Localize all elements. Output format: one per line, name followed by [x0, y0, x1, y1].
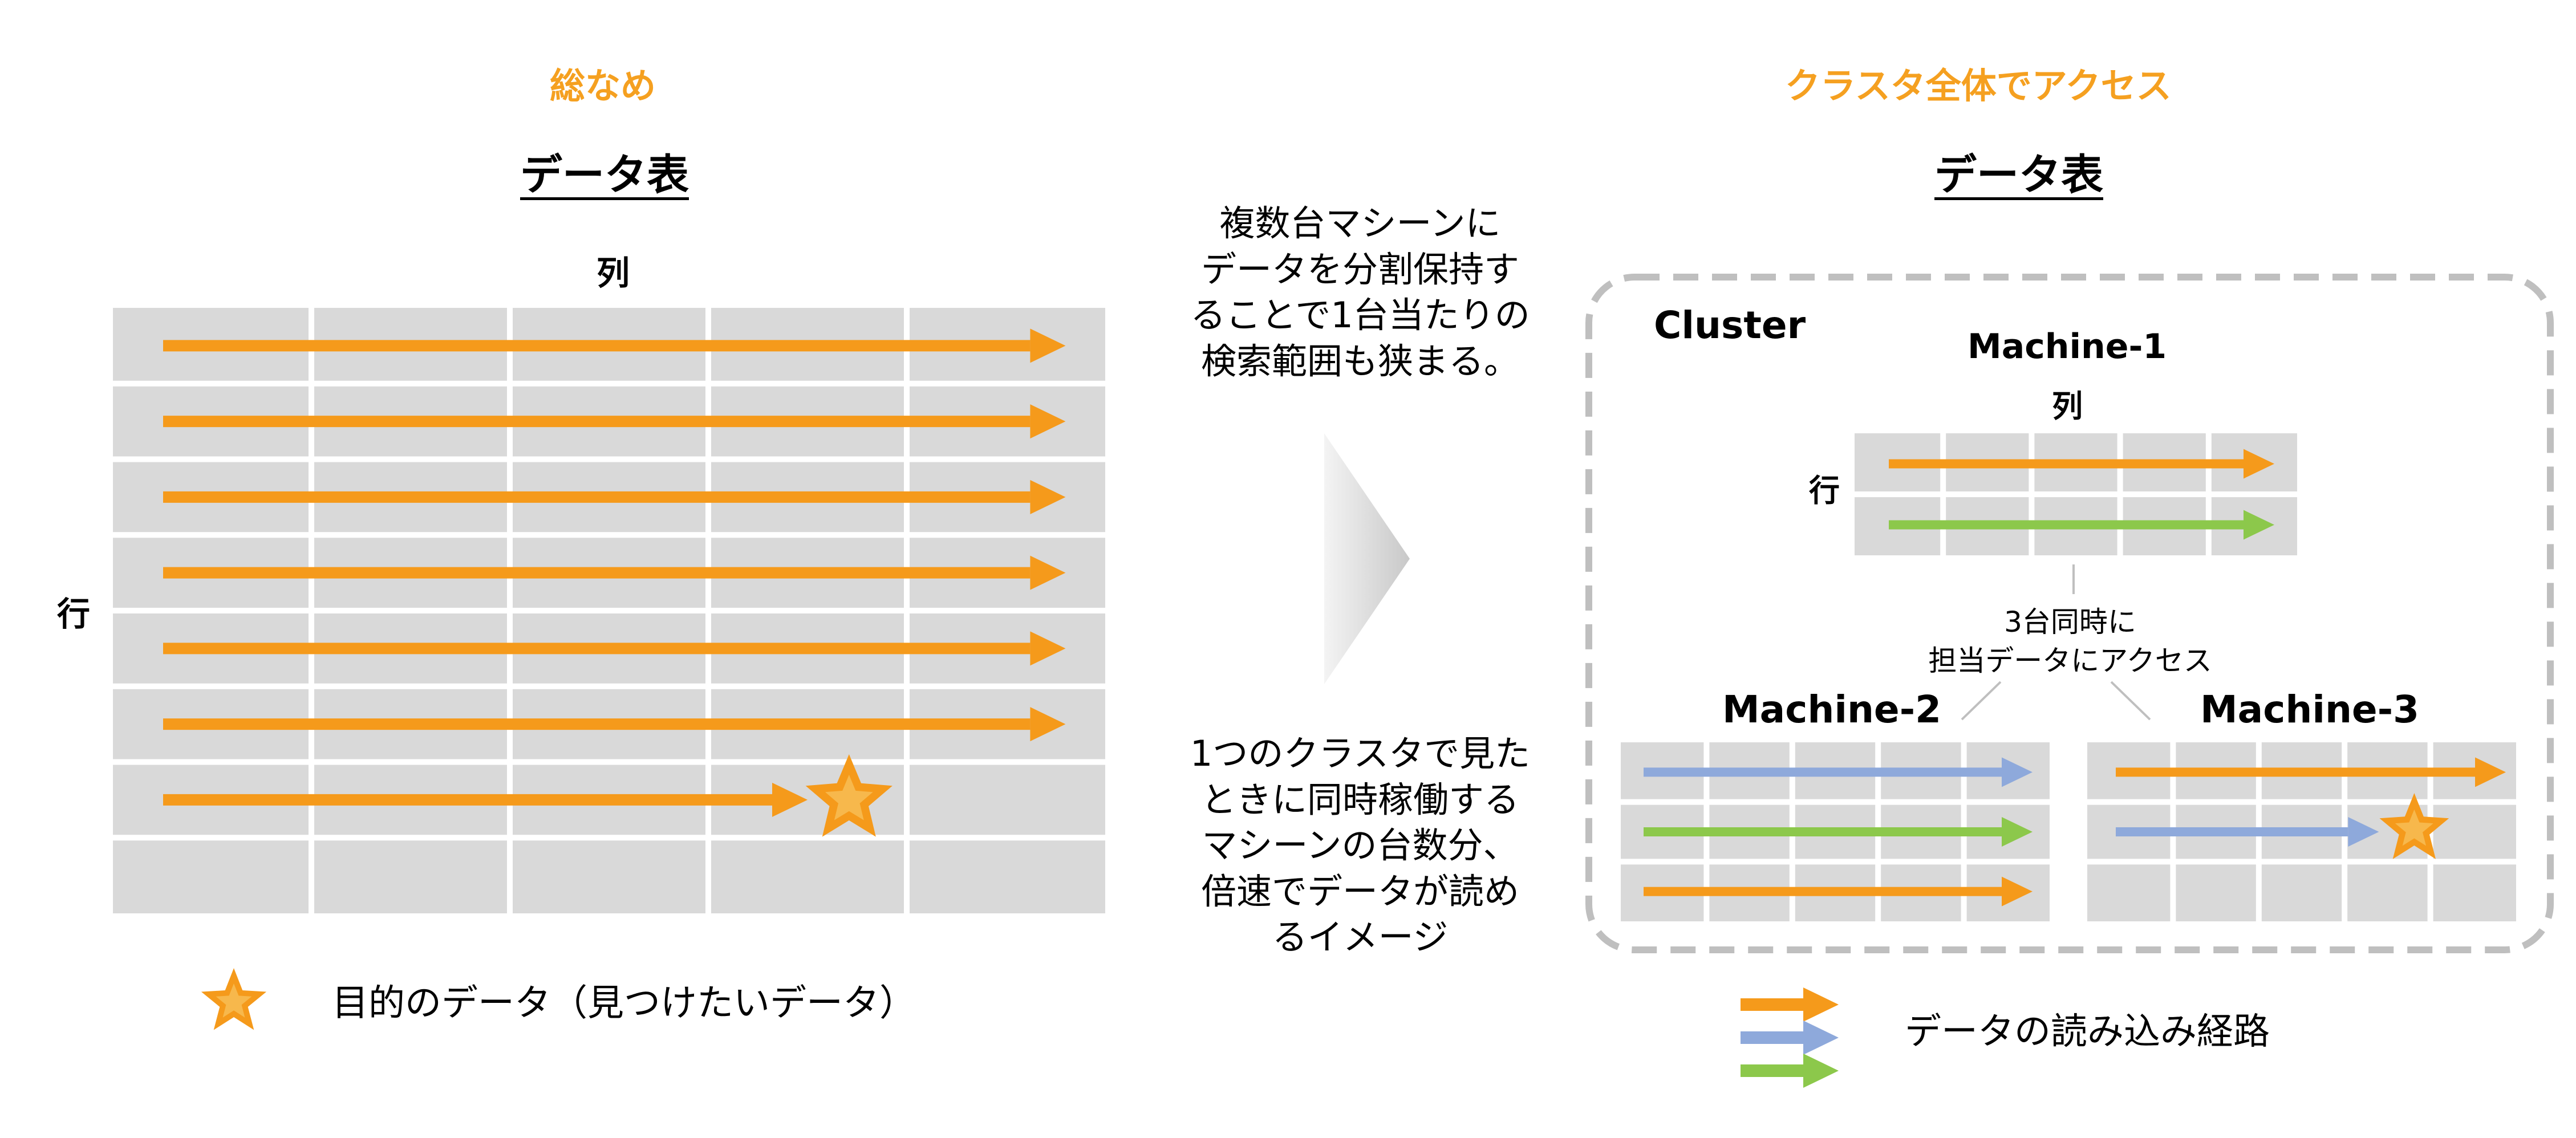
left-table-grid-column-line — [705, 308, 711, 913]
left-table-grid-row-line — [113, 532, 1105, 538]
left-table-grid-row-line — [113, 835, 1105, 841]
left-table-grid-column-line — [904, 308, 910, 913]
left-arrow-row-5-shaft — [163, 643, 1031, 655]
machine-1-grid-column-line — [2205, 433, 2212, 555]
legend-arrow-orange-head — [1803, 987, 1839, 1022]
left-table-grid-row-line — [113, 759, 1105, 765]
left-arrow-row-2-shaft — [163, 416, 1031, 428]
left-table-grid-row-line — [113, 380, 1105, 387]
legend-arrow-blue-shaft — [1741, 1031, 1803, 1044]
left-table-title: データ表 — [520, 151, 689, 200]
left-arrow-row-7-head — [772, 782, 808, 817]
machine-1-grid-column-line — [2029, 433, 2035, 555]
machine-3-target-star-icon-inner — [2395, 809, 2433, 846]
legend-arrow-green-head — [1803, 1054, 1839, 1088]
left-row-label: 行 — [57, 595, 91, 633]
left-top-label: 総なめ — [550, 65, 656, 107]
machine-1-column-label: 列 — [2052, 388, 2083, 424]
left-table-grid-column-line — [309, 308, 314, 913]
machine-3-arrow-row-1-shaft — [2116, 767, 2475, 777]
machine-2-arrow-row-1-shaft — [1644, 767, 2002, 777]
legend-star-icon-inner — [216, 983, 252, 1018]
machine-1-row-label: 行 — [1809, 473, 1840, 509]
machine-2-arrow-row-3-shaft — [1644, 887, 2002, 896]
machine-1-grid-column-line — [1940, 433, 1946, 555]
left-arrow-row-5-head — [1030, 631, 1066, 666]
left-arrow-row-3-head — [1030, 479, 1066, 514]
machine-3-arrow-row-1-head — [2475, 757, 2506, 787]
machine-3-grid-row-line — [2087, 799, 2516, 805]
left-arrow-row-7-shaft — [163, 794, 772, 806]
machine-3-arrow-row-2-shaft — [2116, 827, 2348, 836]
machine-1-arrow-row-2-shaft — [1889, 520, 2244, 530]
chevron-right-icon — [1324, 433, 1410, 684]
left-table-grid-row-line — [113, 456, 1105, 462]
machine-2-name: Machine-2 — [1722, 688, 1942, 731]
machine-1-arrow-row-2-head — [2244, 510, 2274, 540]
machine-1-arrow-row-1-head — [2244, 449, 2274, 479]
legend-arrow-orange-shaft — [1741, 998, 1803, 1011]
machine-1-arrow-row-1-shaft — [1889, 459, 2244, 469]
left-arrow-row-1-head — [1030, 328, 1066, 363]
middle-text-bottom: 1つのクラスタで見た ときに同時稼働する マシーンの台数分、 倍速でデータが読め… — [1190, 733, 1531, 958]
machine-2-arrow-row-1-head — [2002, 757, 2033, 787]
middle-text-top: 複数台マシーンに データを分割保持す ることで1台当たりの 検索範囲も狭まる。 — [1190, 202, 1530, 382]
machine-1-grid-row-line — [1855, 491, 2297, 497]
machine-3-arrow-row-2-head — [2348, 817, 2379, 847]
machine-1-name: Machine-1 — [1968, 327, 2167, 367]
cluster-note: 3台同時に 担当データにアクセス — [1928, 605, 2212, 677]
machine-2-grid-row-line — [1621, 859, 2050, 865]
left-arrow-row-6-head — [1030, 707, 1066, 742]
left-table-grid-row-line — [113, 683, 1105, 689]
machine-2-arrow-row-2-head — [2002, 817, 2033, 847]
cluster-label: Cluster — [1654, 303, 1806, 347]
left-table-grid-column-line — [507, 308, 513, 913]
left-table-grid-row-line — [113, 608, 1105, 613]
left-arrow-row-4-shaft — [163, 567, 1031, 579]
left-arrow-row-2-head — [1030, 404, 1066, 439]
legend-path-text: データの読み込み経路 — [1905, 1011, 2270, 1053]
legend-arrow-blue-head — [1803, 1021, 1839, 1055]
machine-3-grid-row-line — [2087, 859, 2516, 865]
left-arrow-row-1-shaft — [163, 340, 1031, 352]
machine-2-arrow-row-3-head — [2002, 876, 2033, 907]
legend-arrow-green-shaft — [1741, 1064, 1803, 1077]
connector-machine-2 — [1961, 681, 2002, 721]
left-arrow-row-4-head — [1030, 555, 1066, 590]
machine-2-arrow-row-2-shaft — [1644, 827, 2002, 836]
machine-2-grid-row-line — [1621, 799, 2050, 805]
left-target-star-icon-inner — [825, 774, 873, 820]
left-arrow-row-3-shaft — [163, 491, 1031, 503]
left-arrow-row-6-shaft — [163, 718, 1031, 730]
right-table-title: データ表 — [1934, 151, 2103, 200]
left-column-label: 列 — [597, 254, 630, 292]
machine-3-name: Machine-3 — [2200, 688, 2420, 731]
connector-machine-3 — [2110, 681, 2151, 721]
legend-target-text: 目的のデータ（見つけたいデータ） — [332, 982, 916, 1025]
cluster-boundary — [1585, 274, 2554, 953]
machine-1-grid-column-line — [2117, 433, 2123, 555]
right-top-label: クラスタ全体でアクセス — [1785, 65, 2172, 107]
